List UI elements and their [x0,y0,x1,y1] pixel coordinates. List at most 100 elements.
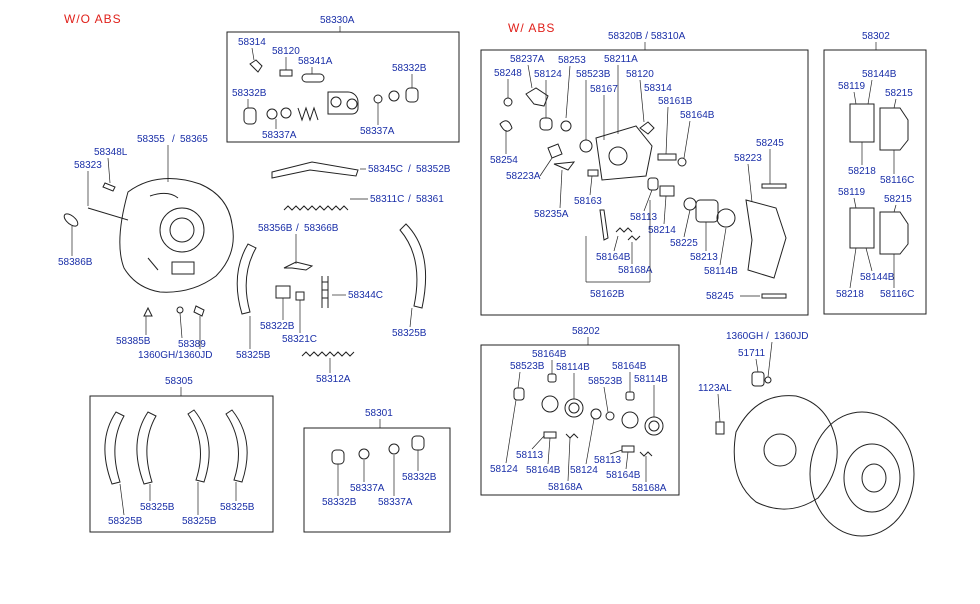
label-58314-w: 58314 [644,83,672,94]
label-58164B-k4: 58164B [606,470,641,481]
label-58223A: 58223A [506,171,541,182]
label-slash-2: / [408,164,411,175]
box-label-58305: 58305 [165,376,193,387]
label-58337A-c: 58337A [350,483,385,494]
label-58213: 58213 [690,252,718,263]
wheel-cylinder-kit [243,59,419,125]
box-label-58302: 58302 [862,31,890,42]
backing-plate [63,178,234,317]
label-58325B-a: 58325B [236,350,271,361]
label-58332B-a: 58332B [392,63,427,74]
brake-shoe-left [236,243,257,315]
label-58254: 58254 [490,155,518,166]
label-58321C: 58321C [282,334,317,345]
label-58164B-w2: 58164B [596,252,631,263]
label-58237A: 58237A [510,54,545,65]
label-58113-k1: 58113 [516,450,544,461]
label-58523B-k1: 58523B [510,361,545,372]
label-58348L: 58348L [94,147,128,158]
label-slash-5: / [766,331,769,342]
label-58116C-p1: 58116C [880,175,914,186]
label-58325B-e: 58325B [182,516,217,527]
label-58332B-b: 58332B [232,88,267,99]
label-58365: 58365 [180,134,208,145]
label-58355: 58355 [137,134,165,145]
label-58523B-w: 58523B [576,69,611,80]
caliper-assembly [499,87,787,299]
box-label-58330A: 58330A [320,15,355,26]
label-58323: 58323 [74,160,102,171]
brake-pads [849,103,909,255]
label-58325B-f: 58325B [220,502,255,513]
label-58215-p2: 58215 [884,194,912,205]
label-slash-4: / [296,223,299,234]
box-label-58320B: 58320B / 58310A [608,31,686,42]
label-58345C: 58345C [368,164,403,175]
label-1360GH-1360JD: 1360GH/1360JD [138,350,213,361]
label-51711: 51711 [738,348,766,359]
label-58114B-k1: 58114B [556,362,590,373]
label-58235A: 58235A [534,209,569,220]
label-58386B: 58386B [58,257,93,268]
label-58314: 58314 [238,37,266,48]
label-58211A: 58211A [604,54,638,65]
label-58218-p1: 58218 [848,166,876,177]
label-58113-k2: 58113 [594,455,622,466]
label-58223: 58223 [734,153,762,164]
label-58352B: 58352B [416,164,451,175]
box-58330A [226,31,460,143]
label-58164B-k2: 58164B [612,361,647,372]
label-slash-3: / [408,194,411,205]
label-58164B-k1: 58164B [532,349,567,360]
label-58225: 58225 [670,238,698,249]
label-58113-w: 58113 [630,212,658,223]
label-1123AL: 1123AL [698,383,732,394]
label-58144B-p2: 58144B [860,272,895,283]
label-58114B-k2: 58114B [634,374,668,385]
label-58119-p2: 58119 [838,187,866,198]
label-58119-p1: 58119 [838,81,866,92]
label-58168A-k2: 58168A [632,483,667,494]
label-58144B-p1: 58144B [862,69,897,80]
label-58124-w: 58124 [534,69,562,80]
cup-kit [331,435,425,465]
label-58218-p2: 58218 [836,289,864,300]
label-58124-k2: 58124 [570,465,598,476]
label-58337A-a: 58337A [262,130,297,141]
header-with-abs: W/ ABS [508,21,555,35]
label-58214: 58214 [648,225,676,236]
box-label-58301: 58301 [365,408,393,419]
label-58325B-b: 58325B [392,328,427,339]
label-58366B: 58366B [304,223,339,234]
label-58120-w: 58120 [626,69,654,80]
label-58120: 58120 [272,46,300,57]
label-1360JD: 1360JD [774,331,808,342]
label-58337A-d: 58337A [378,497,413,508]
label-58332B-c: 58332B [322,497,357,508]
box-58320B [480,49,809,316]
label-58385B: 58385B [116,336,151,347]
label-58245-b: 58245 [706,291,734,302]
label-58332B-d: 58332B [402,472,437,483]
label-58164B-w1: 58164B [680,110,715,121]
label-58248: 58248 [494,68,522,79]
rear-disc-and-shield [715,371,915,537]
box-58202 [480,344,680,496]
label-58168A-w: 58168A [618,265,653,276]
label-58311C: 58311C [370,194,404,205]
header-without-abs: W/O ABS [64,12,122,26]
label-58161B: 58161B [658,96,693,107]
label-58389: 58389 [178,339,206,350]
label-58168A-k1: 58168A [548,482,583,493]
label-58341A: 58341A [298,56,333,67]
box-58305 [89,395,274,533]
label-58337A-b: 58337A [360,126,395,137]
label-58245-a: 58245 [756,138,784,149]
label-58163: 58163 [574,196,602,207]
label-58361: 58361 [416,194,444,205]
label-58523B-k2: 58523B [588,376,623,387]
label-58356B: 58356B [258,223,293,234]
label-58167: 58167 [590,84,618,95]
label-58253: 58253 [558,55,586,66]
